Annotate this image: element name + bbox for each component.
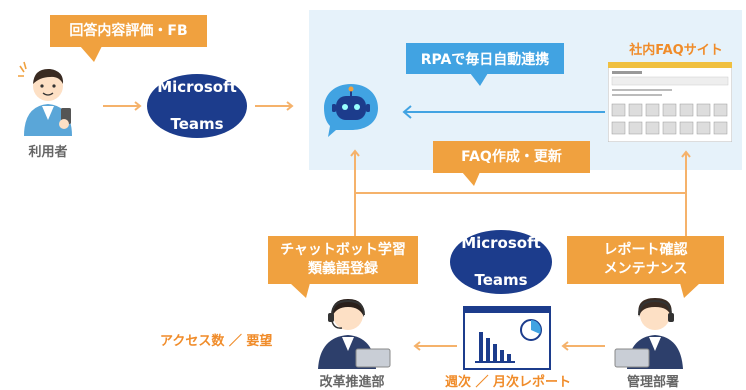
teams-bottom-node: Microsoft Teams bbox=[450, 230, 552, 294]
learning-bubble: チャットボット学習 類義語登録 bbox=[268, 236, 418, 284]
teams-bottom-line1: Microsoft bbox=[461, 233, 541, 252]
chart-report-icon bbox=[463, 306, 551, 370]
teams-top-line2: Teams bbox=[170, 115, 224, 134]
report-bubble-line2: メンテナンス bbox=[603, 261, 688, 277]
admin-person-icon bbox=[614, 298, 683, 369]
feedback-bubble: 回答内容評価・FB bbox=[50, 15, 207, 47]
teams-bottom-line2: Teams bbox=[474, 271, 528, 290]
faq-site-screenshot bbox=[608, 62, 732, 142]
report-label: 週次 ／ 月次レポート bbox=[444, 375, 572, 390]
learning-bubble-line1: チャットボット学習 bbox=[280, 242, 406, 259]
feedback-bubble-tail bbox=[80, 46, 102, 62]
report-bubble-line1: レポート確認 bbox=[603, 242, 688, 259]
report-bubble: レポート確認 メンテナンス bbox=[567, 236, 724, 284]
user-label: 利用者 bbox=[28, 145, 68, 160]
learning-bubble-line2: 類義語登録 bbox=[308, 261, 378, 277]
faq-update-bubble: FAQ作成・更新 bbox=[433, 141, 590, 173]
kaizen-label: 改革推進部 bbox=[319, 375, 385, 390]
learning-bubble-tail bbox=[290, 283, 310, 298]
faq-update-bubble-tail bbox=[462, 172, 480, 186]
faq-update-bubble-text: FAQ作成・更新 bbox=[461, 148, 562, 165]
rpa-bubble-tail bbox=[470, 73, 488, 86]
teams-top-node: Microsoft Teams bbox=[147, 74, 247, 138]
admin-label: 管理部署 bbox=[626, 375, 679, 390]
rpa-bubble-text: RPAで毎日自動連携 bbox=[420, 51, 550, 68]
kaizen-person-icon bbox=[318, 299, 391, 369]
feedback-bubble-text: 回答内容評価・FB bbox=[69, 22, 188, 39]
faq-site-title: 社内FAQサイト bbox=[629, 43, 723, 58]
access-label: アクセス数 ／ 要望 bbox=[160, 334, 273, 349]
robot-chat-icon bbox=[324, 84, 378, 137]
teams-top-line1: Microsoft bbox=[157, 77, 237, 96]
report-bubble-tail bbox=[680, 283, 700, 298]
user-person-icon bbox=[18, 61, 72, 136]
rpa-bubble: RPAで毎日自動連携 bbox=[406, 43, 564, 74]
